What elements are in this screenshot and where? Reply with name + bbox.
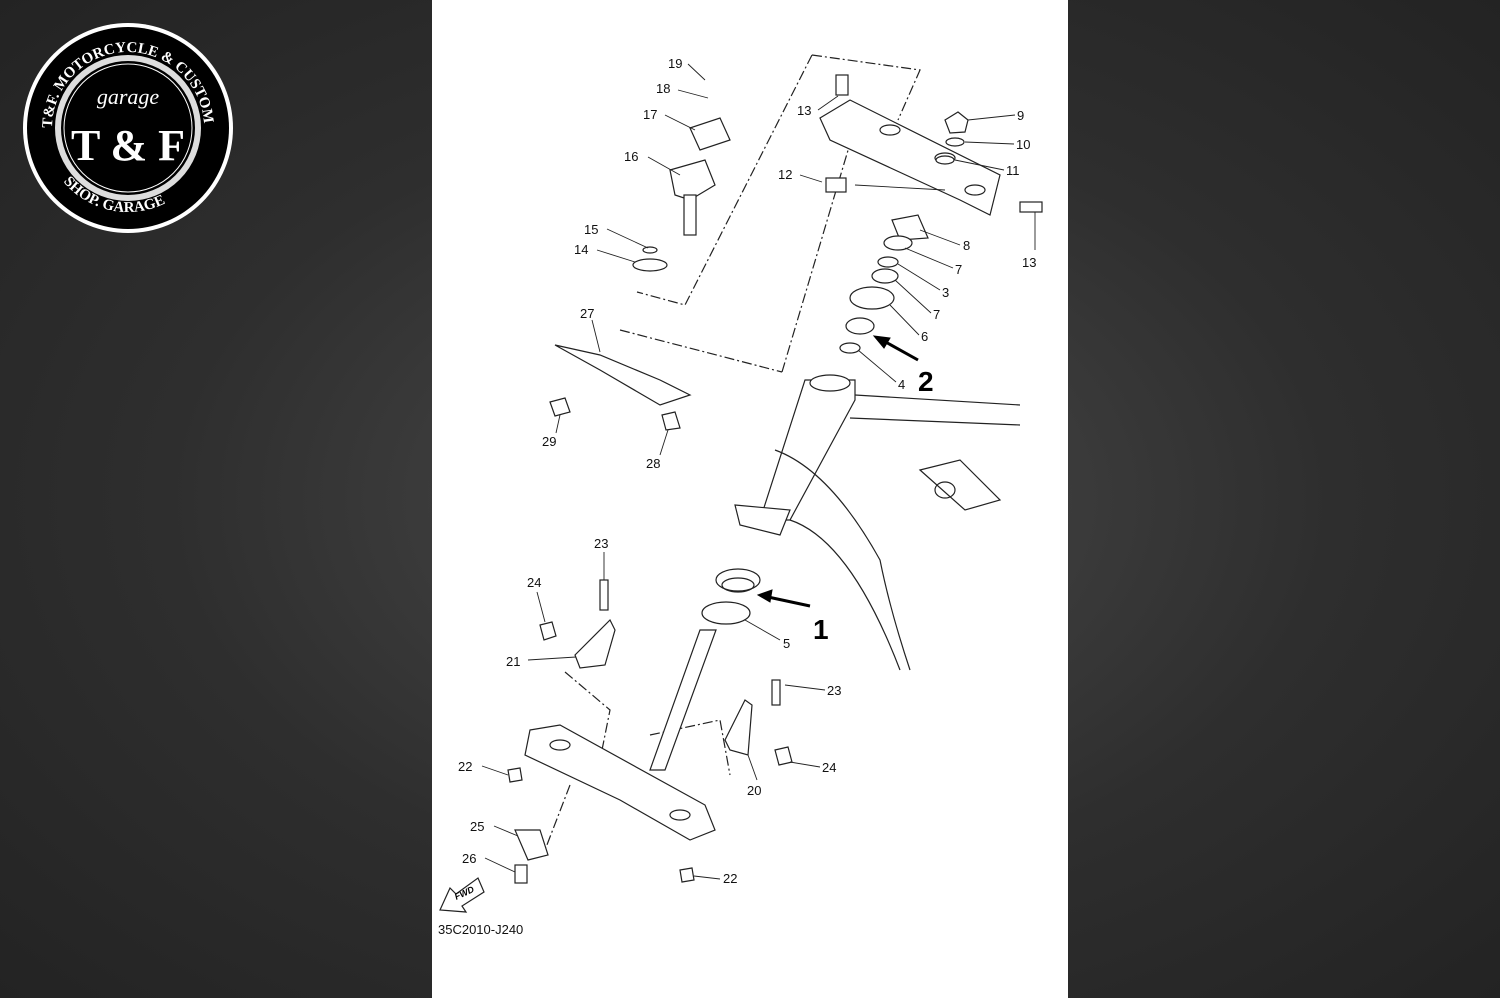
part-label: 17 [643, 107, 658, 122]
diagram-code: 35C2010-J240 [438, 922, 524, 937]
part-label: 26 [462, 851, 477, 866]
callout-arrow-1 [756, 589, 811, 608]
part-label: 14 [574, 242, 589, 257]
part-label: 8 [963, 238, 971, 253]
part-label: 7 [955, 262, 963, 277]
part-label: 21 [506, 654, 521, 669]
part-label: 10 [1016, 137, 1031, 152]
part-label: 7 [933, 307, 941, 322]
part-label: 13 [797, 103, 812, 118]
frame [734, 374, 1021, 671]
handlebar-holder [632, 117, 731, 272]
part-label: 4 [898, 377, 906, 392]
parts-diagram-panel: 19 18 17 16 15 14 13 12 9 10 11 13 8 7 3… [432, 0, 1068, 998]
part-label: 11 [1006, 163, 1020, 178]
part-label: 24 [822, 760, 837, 775]
lower-bearing [715, 568, 761, 592]
part-label: 23 [827, 683, 842, 698]
steering-parts-diagram [439, 54, 1043, 913]
callout-1: 1 [813, 614, 829, 645]
part-label: 25 [470, 819, 485, 834]
part-label: 5 [783, 636, 791, 651]
part-label: 29 [542, 434, 557, 449]
part-label: 22 [458, 759, 473, 774]
upper-bracket [819, 74, 1043, 216]
bearing-stack [839, 214, 929, 354]
callout-2: 2 [918, 366, 934, 397]
part-label: 15 [584, 222, 599, 237]
part-label: 6 [921, 329, 929, 344]
part-label: 20 [747, 783, 762, 798]
part-label: 16 [624, 149, 639, 164]
under-bracket [524, 629, 717, 841]
part-label: 19 [668, 56, 683, 71]
callout-arrow-2 [872, 335, 919, 362]
part-label: 12 [778, 167, 793, 182]
part-label: 3 [942, 285, 950, 300]
garage-tf-logo: T&F. MOTORCYCLE & CUSTOM PARTS SHOP. GAR… [22, 22, 233, 233]
svg-text:garage: garage [97, 84, 160, 109]
part-label: 9 [1017, 108, 1025, 123]
part-label: 22 [723, 871, 738, 886]
part-label: 28 [646, 456, 661, 471]
part-label: 27 [580, 306, 595, 321]
bracket-20 [724, 699, 753, 756]
part-label: 13 [1022, 255, 1037, 270]
bracket-21 [574, 618, 616, 669]
cable-guide [554, 344, 692, 406]
part-label: 23 [594, 536, 609, 551]
part-label: 24 [527, 575, 542, 590]
svg-text:T & F: T & F [71, 121, 185, 170]
lower-race [701, 601, 751, 625]
part-label: 18 [656, 81, 671, 96]
fwd-arrow-icon [439, 877, 485, 913]
